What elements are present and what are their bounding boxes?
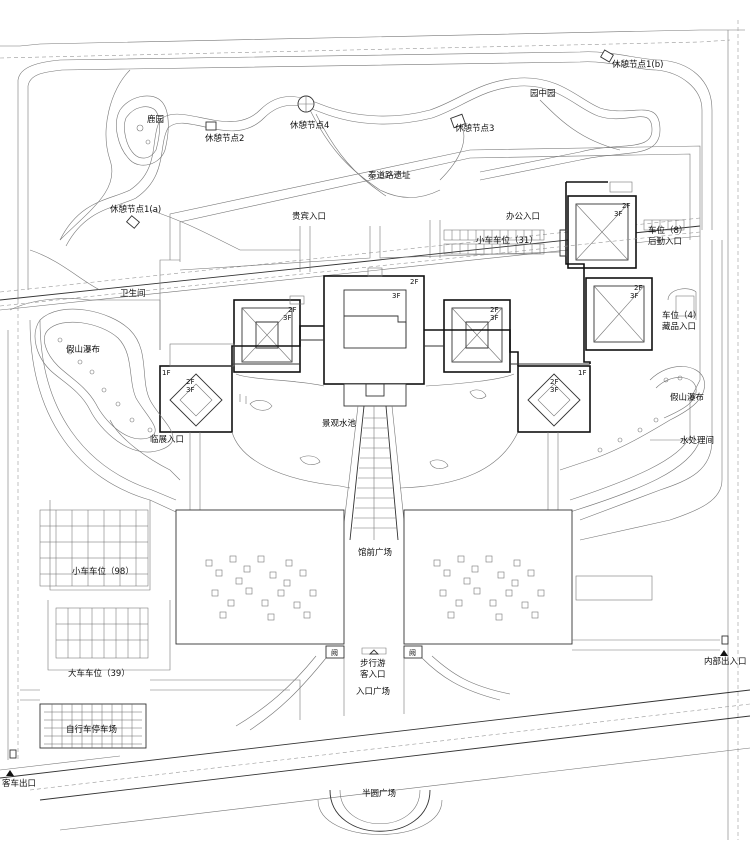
deer-garden bbox=[116, 95, 169, 166]
label-qin-road-site: 秦道路遗址 bbox=[368, 170, 411, 181]
entrance-plaza bbox=[235, 647, 511, 731]
gate-right-icon bbox=[403, 645, 423, 659]
label-vip-entrance: 贵宾入口 bbox=[292, 211, 326, 222]
floor-label: 3F bbox=[614, 210, 622, 218]
floor-label: 3F bbox=[283, 314, 291, 322]
floor-label: 2F bbox=[490, 306, 498, 314]
label-temp-exhibit-entrance: 临展入口 bbox=[150, 434, 184, 445]
floor-label: 3F bbox=[550, 386, 558, 394]
museum-plaza-left bbox=[175, 509, 345, 645]
label-rest-node-2: 休憩节点2 bbox=[205, 133, 244, 144]
inner-road bbox=[159, 145, 723, 541]
highway bbox=[0, 689, 750, 831]
rest-node-3-icon bbox=[450, 113, 466, 129]
floor-label: 2F bbox=[634, 284, 642, 292]
label-entrance-plaza: 入口广场 bbox=[356, 686, 390, 697]
label-car-4: 车位（4） bbox=[662, 310, 701, 321]
floor-label: 3F bbox=[630, 292, 638, 300]
label-gate-left: 阙 bbox=[331, 649, 338, 657]
floor-label: 3F bbox=[490, 314, 498, 322]
label-pedestrian-entrance-2: 客入口 bbox=[360, 669, 386, 680]
label-visitor-exit: 客车出口 bbox=[2, 778, 36, 789]
label-rest-node-1b: 休憩节点1(b) bbox=[612, 59, 663, 70]
label-landscape-pool: 景观水池 bbox=[322, 418, 357, 429]
gate-left-icon bbox=[325, 645, 345, 659]
parking-bike bbox=[39, 703, 147, 749]
service-strip-right bbox=[572, 575, 729, 651]
label-rest-node-1a: 休憩节点1(a) bbox=[110, 204, 161, 215]
label-rest-node-3: 休憩节点3 bbox=[455, 123, 494, 134]
label-rockery-waterfall-left: 假山瀑布 bbox=[66, 344, 100, 355]
rest-node-1a-icon bbox=[125, 215, 141, 229]
museum-plaza-right bbox=[403, 509, 573, 645]
label-rest-node-4: 休憩节点4 bbox=[290, 120, 329, 131]
label-bus-39: 大车车位（39） bbox=[68, 668, 130, 679]
floor-labels: 2F 3F 2F 3F 2F 3F 1F 2F 3F 1F 2F 3F 2F 3… bbox=[162, 202, 642, 394]
parking-bus-39 bbox=[47, 600, 171, 671]
rest-node-4-icon bbox=[297, 95, 315, 113]
entrance-markers bbox=[6, 650, 728, 776]
parking-4 bbox=[667, 288, 697, 320]
floor-label: 3F bbox=[392, 292, 400, 300]
museum-building bbox=[159, 181, 653, 433]
floor-label: 3F bbox=[186, 386, 194, 394]
parking-access-road bbox=[9, 679, 301, 759]
front-curved-paths bbox=[29, 319, 701, 513]
rest-node-2-icon bbox=[205, 121, 217, 131]
label-internal-exit: 内部出入口 bbox=[704, 656, 747, 667]
rockery-left bbox=[34, 308, 181, 481]
floor-label: 2F bbox=[186, 378, 194, 386]
label-small-car-98: 小车车位（98） bbox=[72, 566, 134, 577]
floor-label: 2F bbox=[410, 278, 418, 286]
parking-small-31 bbox=[443, 229, 545, 255]
label-museum-plaza: 馆前广场 bbox=[358, 547, 392, 558]
floor-label: 2F bbox=[622, 202, 630, 210]
text-labels: 休憩节点1(b) 园中园 鹿园 休憩节点4 休憩节点3 休憩节点2 秦道路遗址 … bbox=[2, 59, 747, 799]
label-gate-right: 阙 bbox=[409, 649, 416, 657]
label-pedestrian-entrance-1: 步行游 bbox=[360, 658, 386, 669]
floor-label: 2F bbox=[288, 306, 296, 314]
floor-label: 2F bbox=[550, 378, 558, 386]
label-restroom: 卫生间 bbox=[120, 288, 146, 299]
label-deer-garden: 鹿园 bbox=[147, 114, 164, 125]
floor-label: 1F bbox=[578, 369, 586, 377]
label-water-treatment: 水处理间 bbox=[680, 435, 714, 446]
parking-small-98 bbox=[39, 500, 151, 591]
landscape-pool bbox=[231, 373, 519, 489]
rest-node-1b-icon bbox=[600, 49, 614, 63]
qin-road-trace bbox=[0, 231, 701, 307]
parking-8 bbox=[643, 219, 685, 231]
label-office-entrance: 办公入口 bbox=[506, 211, 540, 222]
label-bike-parking: 自行车停车场 bbox=[66, 724, 117, 735]
label-garden-center: 园中园 bbox=[530, 88, 556, 99]
label-back-service-entrance: 后勤入口 bbox=[648, 236, 682, 247]
label-rockery-waterfall-right: 假山瀑布 bbox=[670, 392, 704, 403]
label-car-8: 车位（8） bbox=[648, 225, 687, 236]
floor-label: 1F bbox=[162, 369, 170, 377]
label-small-car-31: 小车车位（31） bbox=[476, 235, 538, 246]
label-collection-entrance: 藏品入口 bbox=[662, 321, 696, 332]
label-semicircle-plaza: 半圆广场 bbox=[362, 788, 396, 799]
